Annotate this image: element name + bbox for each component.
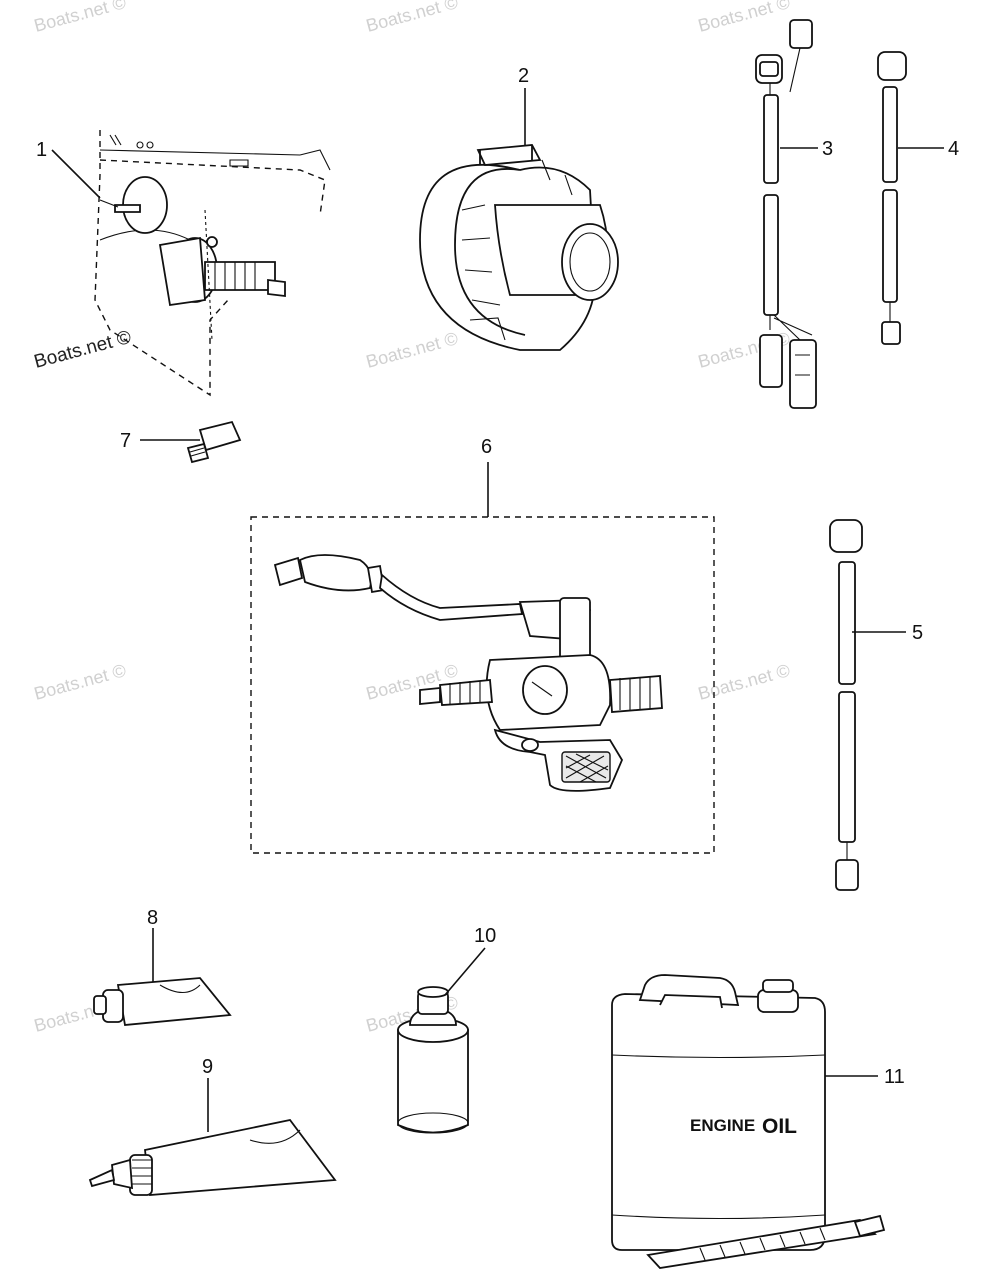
callout-1: 1 xyxy=(36,139,47,161)
oil-label-engine: ENGINE xyxy=(690,1116,755,1135)
callout-9: 9 xyxy=(202,1056,213,1078)
watermark: Boats.net © xyxy=(364,328,460,372)
callout-5: 5 xyxy=(912,622,923,644)
watermark: Boats.net © xyxy=(32,660,128,704)
watermarks: Boats.net © Boats.net © Boats.net © Boat… xyxy=(32,0,792,1036)
watermark: Boats.net © xyxy=(32,0,128,36)
part-11-oil-jug: ENGINE OIL xyxy=(611,974,886,1269)
watermark: Boats.net © xyxy=(364,0,460,36)
part-9-tube xyxy=(88,1119,337,1196)
callout-4: 4 xyxy=(948,138,959,160)
callout-11: 11 xyxy=(884,1066,905,1088)
part-2-stator xyxy=(419,144,619,351)
part-6-kit-box xyxy=(250,516,715,854)
watermark-dark: Boats.net © xyxy=(32,327,134,373)
watermark: Boats.net © xyxy=(696,0,792,36)
leader-line-1 xyxy=(51,149,101,199)
callout-7: 7 xyxy=(120,430,131,452)
part-3-harness xyxy=(755,19,817,409)
watermark: Boats.net © xyxy=(696,660,792,704)
callout-8: 8 xyxy=(147,907,158,929)
part-7-fitting xyxy=(186,420,242,464)
part-4-wire xyxy=(877,51,907,345)
callout-6: 6 xyxy=(481,436,492,458)
part-8-tube xyxy=(93,977,232,1026)
part-5-wire xyxy=(829,519,863,891)
callout-2: 2 xyxy=(518,65,529,87)
callout-10: 10 xyxy=(474,925,496,947)
oil-label-oil: OIL xyxy=(762,1115,797,1138)
callout-3: 3 xyxy=(822,138,833,160)
part-1-gearcase xyxy=(94,130,331,397)
leader-line-10 xyxy=(444,947,486,996)
part-10-can xyxy=(397,986,469,1134)
part-6-pump-assembly xyxy=(273,554,663,792)
